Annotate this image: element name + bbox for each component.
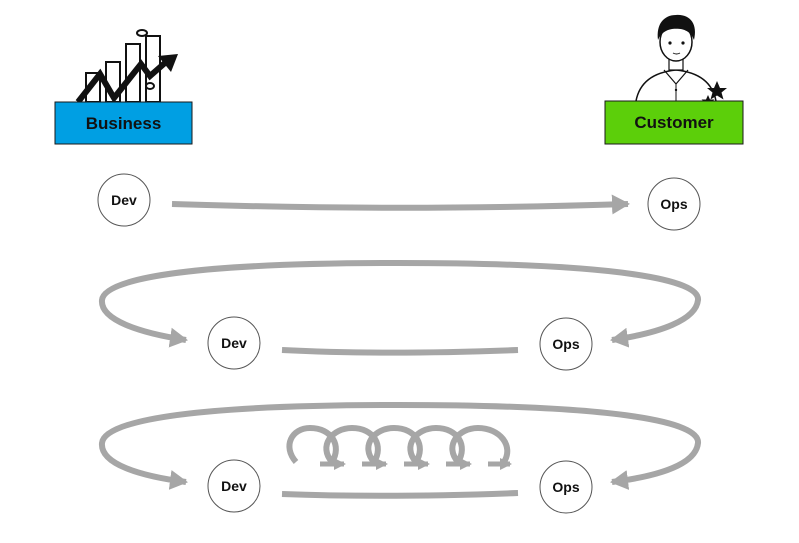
business-stakeholder: Business xyxy=(54,29,193,145)
iteration-loop xyxy=(449,424,511,464)
business-box: Business xyxy=(54,101,193,145)
iteration-loop xyxy=(323,424,381,464)
bottom-flow-line xyxy=(281,347,519,356)
dev-node: Dev xyxy=(207,459,261,513)
customer-box: Customer xyxy=(604,100,744,145)
ops-label: Ops xyxy=(552,479,579,495)
stage-feedback-loop: Dev Ops xyxy=(99,260,701,371)
stage-one-way: Dev Ops xyxy=(97,173,701,231)
ops-node: Ops xyxy=(539,317,593,371)
loop-arrow-to-ops xyxy=(397,260,701,348)
loop-arrow-to-dev xyxy=(99,260,399,348)
inner-iteration-spirals xyxy=(286,424,512,470)
stage-feedback-loop-iterations: Dev Ops xyxy=(99,402,701,514)
ops-label: Ops xyxy=(552,336,579,352)
ops-node: Ops xyxy=(539,460,593,514)
dev-node: Dev xyxy=(97,173,151,227)
customer-stakeholder: Customer xyxy=(604,14,744,145)
bottom-flow-line xyxy=(281,490,519,499)
ops-label: Ops xyxy=(660,196,687,212)
dev-node: Dev xyxy=(207,316,261,370)
dev-label: Dev xyxy=(221,335,247,351)
dev-label: Dev xyxy=(111,192,137,208)
iteration-loop xyxy=(286,424,339,464)
loop-arrow-to-ops xyxy=(397,402,701,490)
iteration-loop xyxy=(407,424,465,464)
ops-node: Ops xyxy=(647,177,701,231)
growth-chart-icon xyxy=(75,29,178,104)
iteration-loop xyxy=(365,424,423,464)
flow-arrow-dev-to-ops xyxy=(171,194,630,215)
business-label: Business xyxy=(86,114,162,133)
dev-label: Dev xyxy=(221,478,247,494)
customer-label: Customer xyxy=(634,113,714,132)
loop-arrow-to-dev xyxy=(99,402,399,490)
customer-person-icon xyxy=(635,14,727,107)
